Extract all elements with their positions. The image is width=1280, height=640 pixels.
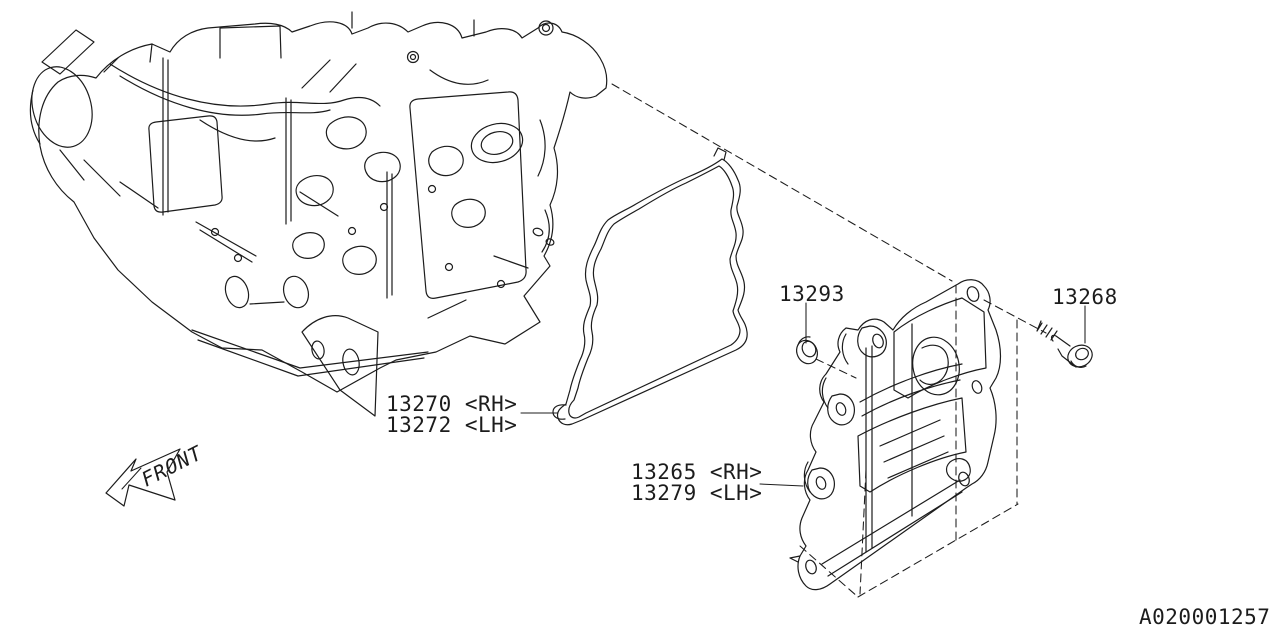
recess-detail	[919, 344, 949, 385]
cover-seam-lines	[865, 323, 913, 553]
cover-bolt-hole	[958, 471, 970, 487]
rib-lines	[59, 59, 550, 319]
bottom-shelf	[191, 329, 429, 377]
front-arrow-chevron	[121, 467, 142, 490]
cover-bolt-hole	[805, 559, 817, 575]
part-number-label[interactable]: 13268	[1052, 285, 1118, 309]
part-number-label[interactable]: 13272 <LH>	[386, 413, 517, 437]
cam-port-outer	[470, 122, 524, 164]
ring-boss-inner	[541, 23, 551, 33]
o-ring-drawing	[796, 336, 818, 365]
bore-opening	[31, 66, 93, 148]
bolt-hole	[427, 184, 437, 194]
alignment-to-bolt	[983, 299, 1047, 334]
part-number-label[interactable]: 13279 <LH>	[631, 481, 762, 505]
casting-band	[109, 63, 381, 116]
cover-bottom-rail	[821, 479, 963, 577]
bolt-head-detail	[1070, 360, 1087, 368]
assembly-alignment-lines	[611, 83, 1047, 598]
cover-lower-panel	[857, 397, 967, 493]
o-ring-alignment	[815, 358, 857, 379]
intake-oval-1	[224, 275, 250, 309]
gasket-outer-loop	[556, 158, 748, 426]
drawing-number: A020001257	[1139, 605, 1270, 629]
bolt-hole	[496, 279, 506, 289]
alignment-vertical-3	[859, 469, 867, 595]
cover-outline	[797, 279, 1002, 591]
cover-bolt-hole	[966, 286, 980, 302]
part-number-label[interactable]: 13270 <RH>	[386, 392, 517, 416]
cover-bolt-hole	[971, 380, 983, 394]
cover-bolt-hole	[872, 333, 884, 349]
cover-boss-blob	[945, 458, 971, 482]
bolt-hole	[379, 202, 389, 212]
stud-lines	[162, 57, 393, 299]
bolt-threads	[1036, 320, 1058, 341]
front-arrow-icon	[105, 448, 181, 507]
bolt-shank	[1050, 334, 1077, 368]
oval-link-line	[249, 301, 285, 305]
callout-cover[interactable]: 13265 <RH> 13279 <LH>	[631, 460, 804, 505]
bolt-hole	[444, 262, 454, 272]
o-ring-highlight	[797, 336, 811, 346]
cover-bolt-hole	[835, 402, 847, 416]
flange-bolt-drawing	[1036, 320, 1093, 368]
bolt-hole	[210, 227, 220, 237]
front-label: FRONT	[137, 440, 207, 491]
cam-carrier-face	[409, 91, 527, 299]
cover-bolt-hole	[815, 476, 827, 490]
cover-edge-details	[789, 333, 849, 563]
alignment-bottom-left	[799, 545, 859, 598]
callout-o-ring[interactable]: 13293	[779, 282, 845, 344]
rocker-cover-drawing	[789, 279, 1002, 591]
callout-bolt[interactable]: 13268	[1052, 285, 1118, 344]
bracket-slot-2	[311, 340, 325, 360]
stud-hole	[532, 227, 544, 237]
top-left-boss	[41, 11, 475, 75]
ring-boss-outer	[538, 20, 554, 36]
intake-oval-2	[282, 275, 310, 309]
callout-gasket[interactable]: 13270 <RH> 13272 <LH>	[386, 392, 559, 437]
part-number-label[interactable]: 13265 <RH>	[631, 460, 762, 484]
o-ring-inner	[801, 340, 817, 358]
bolt-hole	[347, 226, 357, 236]
rocker-cover-gasket-drawing	[552, 147, 748, 426]
alignment-bottom-right	[857, 503, 1019, 598]
bolt-socket	[1075, 347, 1089, 361]
part-number-label[interactable]: 13293	[779, 282, 845, 306]
cam-lobe-blobs	[292, 116, 486, 275]
leader-line	[759, 483, 804, 487]
cylinder-head-engine-drawing	[29, 11, 608, 417]
side-face-panel	[148, 115, 223, 213]
lower-bracket	[301, 315, 379, 417]
gasket-top-tab	[713, 147, 727, 161]
gasket-inner-loop	[568, 165, 741, 419]
bore-arc	[29, 89, 41, 145]
alignment-diagonal	[611, 83, 953, 282]
gasket-foot-tab	[552, 404, 567, 420]
cover-ribs	[879, 419, 949, 479]
stud-hole	[545, 238, 555, 246]
engine-outline	[38, 21, 608, 393]
ring-boss-outer	[406, 50, 420, 64]
cam-port-inner	[480, 130, 514, 156]
cover-top-panel	[893, 297, 987, 399]
front-direction-indicator: FRONT	[105, 440, 207, 507]
bolt-hole	[233, 253, 243, 263]
plug-tube-recess	[912, 336, 960, 396]
ring-boss-inner	[409, 53, 417, 61]
cover-ear-blobs	[807, 325, 887, 500]
